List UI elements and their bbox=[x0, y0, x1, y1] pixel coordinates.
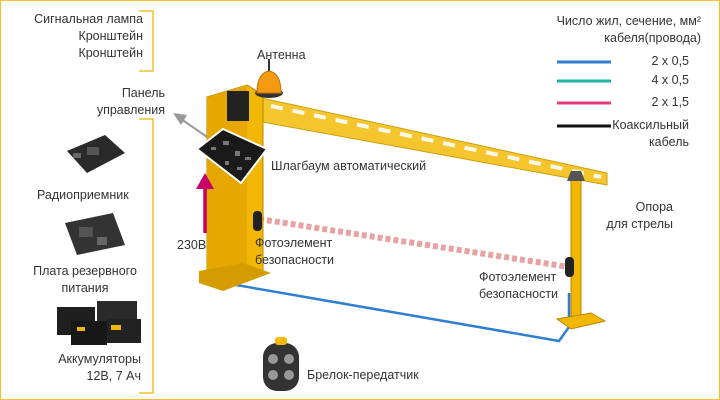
label-support-line-1: Опора bbox=[635, 200, 673, 214]
label-antenna: Антенна bbox=[257, 48, 306, 62]
photocell-2-icon bbox=[565, 257, 574, 277]
label-remote: Брелок-передатчик bbox=[307, 368, 419, 382]
battery-icon bbox=[57, 301, 141, 345]
control-panel-icon bbox=[195, 127, 269, 185]
label-backup-line-1: Плата резервного bbox=[33, 264, 137, 278]
voltage-arrow-head bbox=[196, 173, 214, 189]
label-photocell-1: Фотоэлемент безопасности bbox=[255, 235, 334, 269]
cable-2x05 bbox=[212, 279, 571, 343]
label-panel-line-2: управления bbox=[96, 103, 165, 117]
label-photo1-line-2: безопасности bbox=[255, 253, 335, 267]
label-bracket-2: Кронштейн bbox=[78, 46, 143, 60]
label-support-line-2: для стрелы bbox=[606, 217, 673, 231]
legend-item-3: 2 x 1,5 bbox=[651, 95, 689, 109]
label-bracket-1: Кронштейн bbox=[78, 29, 143, 43]
photo-beam bbox=[258, 216, 570, 270]
housing-base bbox=[199, 263, 271, 291]
key-fob-icon bbox=[263, 337, 299, 391]
label-batteries-line-1: Аккумуляторы bbox=[58, 352, 141, 366]
label-support: Опора для стрелы bbox=[606, 199, 673, 233]
frame-top-left bbox=[139, 10, 154, 72]
support-post bbox=[570, 178, 582, 318]
label-photo1-line-1: Фотоэлемент bbox=[255, 236, 333, 250]
legend-item-2: 4 x 0,5 bbox=[651, 73, 689, 87]
top-left-labels: Сигнальная лампа Кронштейн Кронштейн bbox=[34, 11, 143, 62]
label-photo2-line-2: безопасности bbox=[479, 287, 559, 301]
label-backup: Плата резервного питания bbox=[23, 263, 147, 297]
legend-item-4-line-2: кабель bbox=[648, 135, 689, 149]
legend-item-1: 2 x 0,5 bbox=[651, 54, 689, 68]
photocell-1-icon bbox=[253, 211, 262, 231]
radio-receiver-icon bbox=[67, 135, 125, 173]
legend-title: Число жил, сечение, мм² кабеля(провода) bbox=[557, 13, 701, 47]
label-photocell-2: Фотоэлемент безопасности bbox=[479, 269, 558, 303]
support-fork bbox=[567, 171, 585, 181]
label-voltage: 230В bbox=[177, 238, 207, 252]
label-photo2-line-1: Фотоэлемент bbox=[479, 270, 557, 284]
label-batteries: Аккумуляторы 12В, 7 Ач bbox=[58, 351, 141, 385]
label-control-panel: Панель управления bbox=[97, 85, 165, 119]
label-signal-lamp: Сигнальная лампа bbox=[34, 12, 143, 26]
legend-title-line-2: кабеля(провода) bbox=[604, 31, 701, 45]
label-radio: Радиоприемник bbox=[37, 188, 129, 202]
support-base bbox=[555, 312, 607, 330]
signal-lamp-icon bbox=[256, 70, 282, 94]
backup-board-icon bbox=[65, 213, 125, 255]
housing-slot bbox=[227, 91, 249, 121]
label-batteries-line-2: 12В, 7 Ач bbox=[86, 369, 141, 383]
legend-title-line-1: Число жил, сечение, мм² bbox=[556, 14, 701, 28]
label-barrier: Шлагбаум автоматический bbox=[271, 159, 427, 173]
legend-item-4: Коаксильный кабель bbox=[612, 117, 689, 151]
legend-item-4-line-1: Коаксильный bbox=[612, 118, 689, 132]
frame-accessories bbox=[139, 118, 154, 394]
panel-components bbox=[211, 141, 251, 170]
label-panel-line-1: Панель bbox=[121, 86, 165, 100]
label-backup-line-2: питания bbox=[61, 281, 109, 295]
panel-pointer-head bbox=[173, 113, 187, 125]
